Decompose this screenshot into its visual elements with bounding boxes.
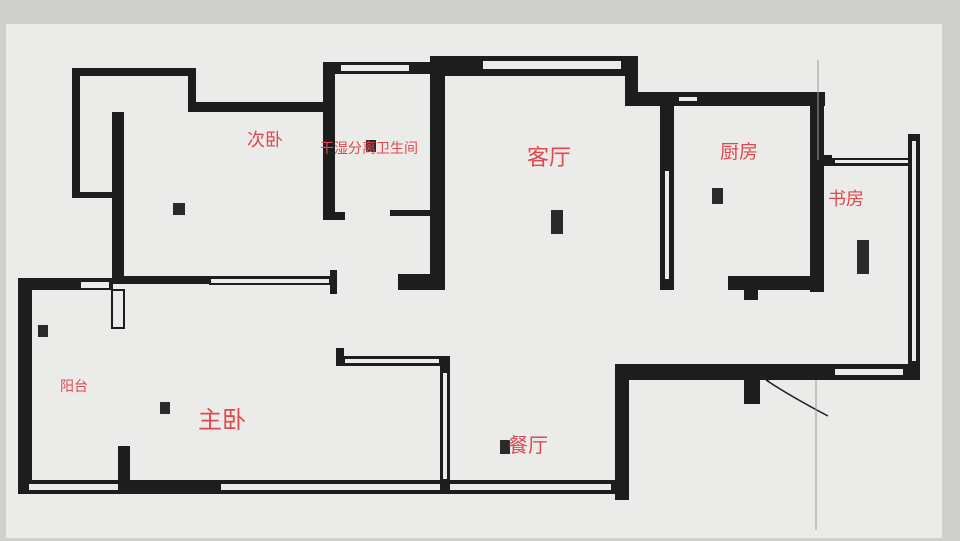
wall-thin <box>663 169 671 281</box>
wall-thin <box>27 482 121 492</box>
room-label-dining-room: 餐厅 <box>508 433 548 457</box>
entry-door <box>765 60 829 530</box>
wall-thin <box>833 367 905 377</box>
wall <box>625 92 825 106</box>
dim-mark <box>857 240 869 274</box>
walls <box>18 56 920 500</box>
wall <box>323 62 335 220</box>
wall <box>72 68 196 76</box>
wall-thin <box>441 371 449 481</box>
dim-mark <box>160 402 170 414</box>
wall <box>188 68 196 110</box>
wall-thin <box>209 277 331 285</box>
wall-thin <box>79 280 111 290</box>
wall-thin <box>833 158 911 165</box>
wall <box>728 276 824 290</box>
room-label-living-room: 客厅 <box>527 146 571 171</box>
room-label-master-bedroom: 主卧 <box>198 406 246 434</box>
dim-mark <box>712 188 723 204</box>
wall-thin <box>677 95 699 103</box>
wall-thin <box>481 59 623 71</box>
wall <box>744 276 758 300</box>
wall-thin <box>343 357 441 365</box>
dimension-marks <box>38 140 869 454</box>
wall-thin <box>111 289 125 329</box>
room-label-second-bedroom: 次卧 <box>247 130 283 151</box>
wall <box>112 112 124 282</box>
wall <box>615 364 629 500</box>
wall <box>430 62 445 290</box>
wall <box>188 102 333 112</box>
room-labels: 次卧 干湿分离卫生间 客厅 厨房 书房 阳台 主卧 餐厅 <box>60 130 864 457</box>
dim-mark <box>38 325 48 337</box>
dim-mark <box>366 140 376 152</box>
room-label-kitchen: 厨房 <box>720 141 758 163</box>
wall <box>810 155 832 163</box>
dim-mark <box>500 440 510 454</box>
wall <box>390 210 432 216</box>
dim-mark <box>173 203 185 215</box>
wall <box>330 270 337 294</box>
wall-thin <box>910 139 918 363</box>
wall <box>72 192 117 198</box>
dim-mark <box>551 210 563 234</box>
room-label-study: 书房 <box>828 189 864 210</box>
wall <box>323 212 345 220</box>
wall <box>18 278 32 490</box>
room-label-balcony: 阳台 <box>60 379 88 395</box>
wall-thin <box>219 482 613 492</box>
wall <box>398 274 445 290</box>
wall <box>72 68 80 198</box>
wall <box>744 364 760 404</box>
wall <box>118 446 130 492</box>
wall <box>810 92 824 292</box>
wall-thin <box>339 63 411 73</box>
room-label-bathroom: 干湿分离卫生间 <box>320 140 418 157</box>
